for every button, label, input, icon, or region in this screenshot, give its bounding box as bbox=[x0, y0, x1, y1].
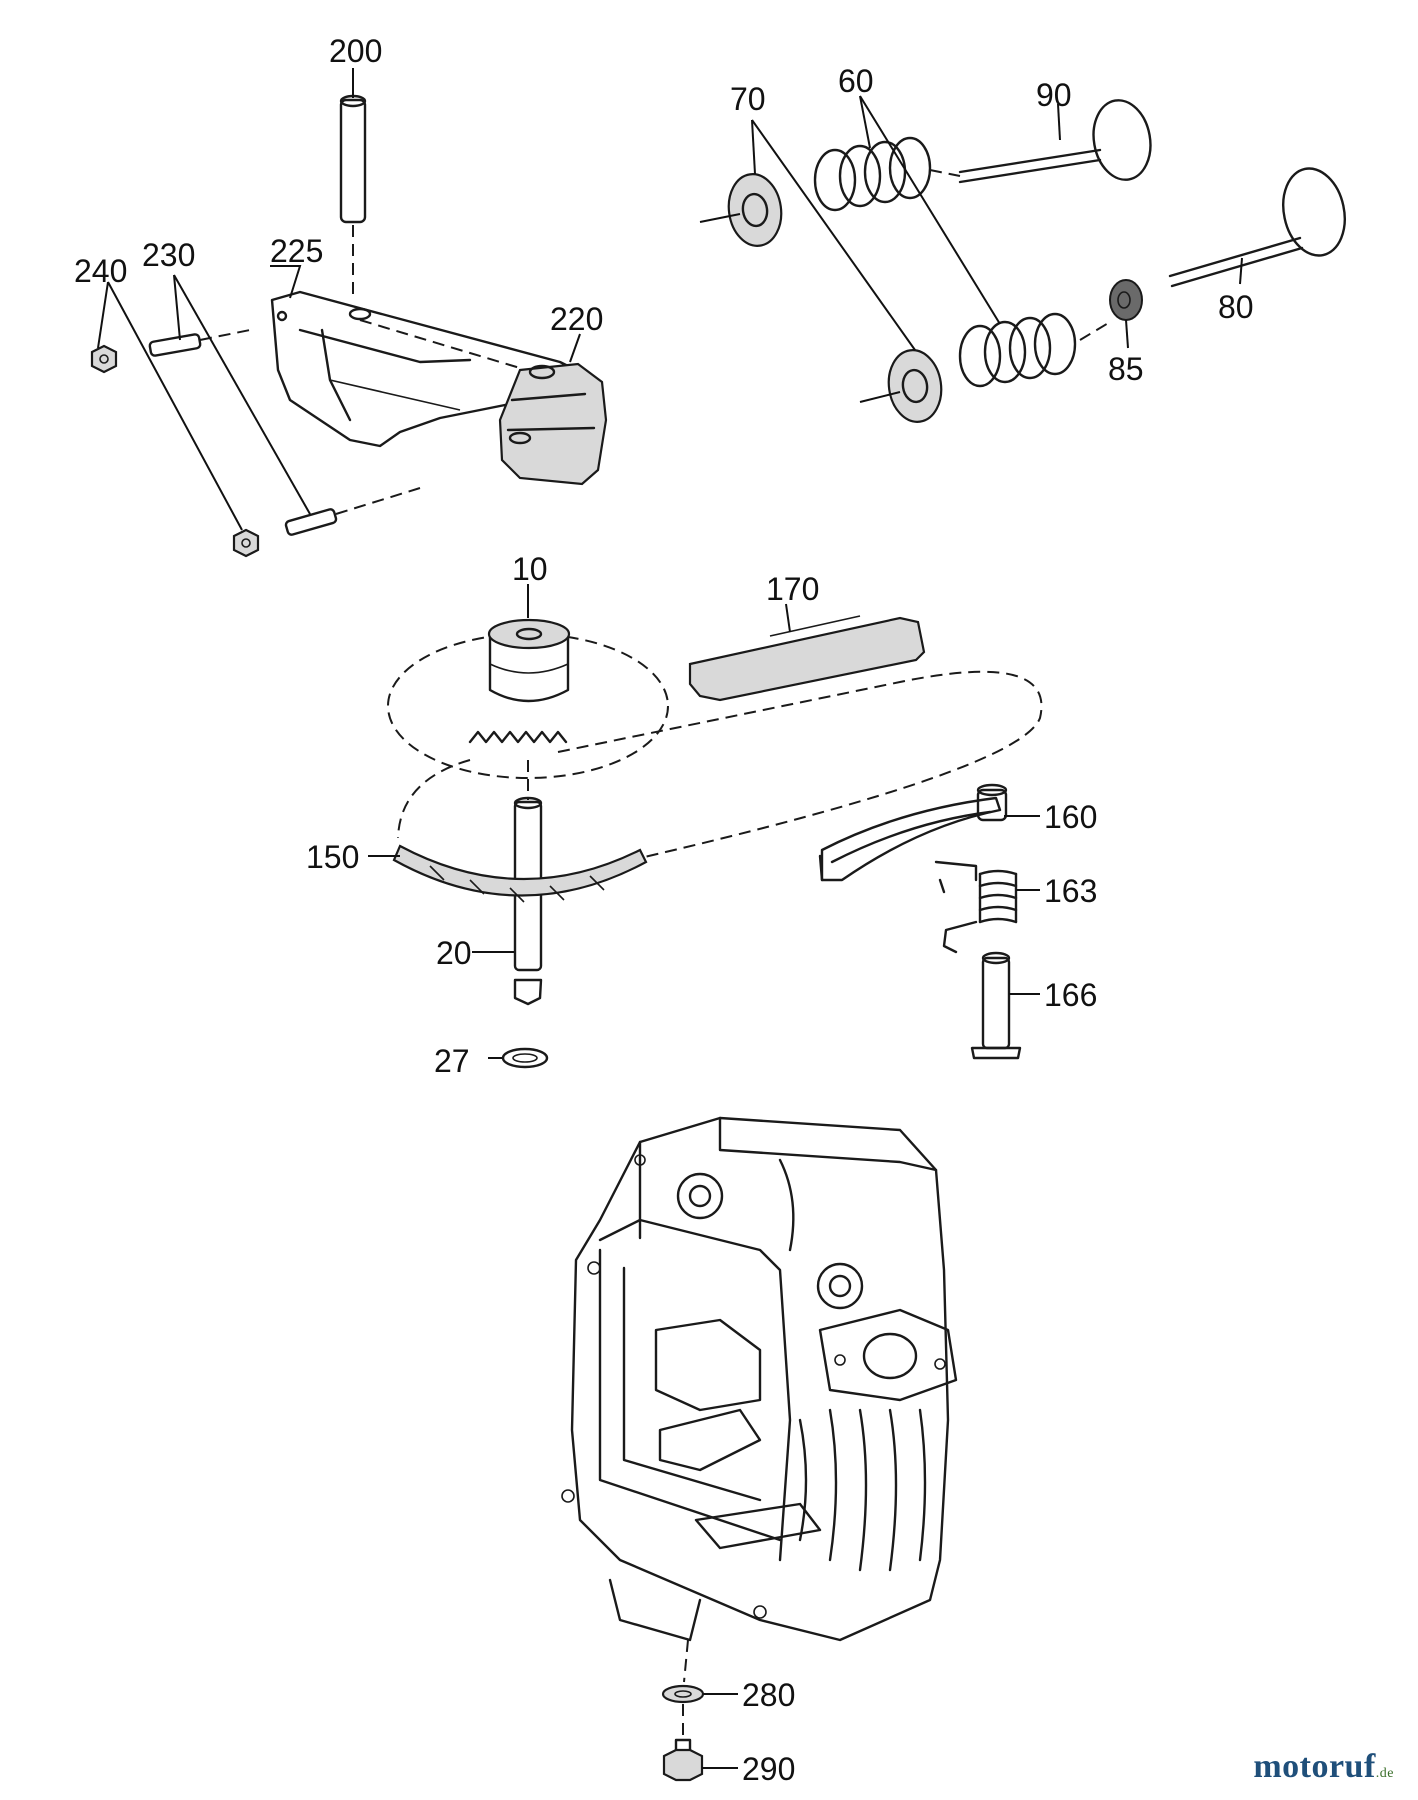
part-60-valve-springs bbox=[813, 136, 1077, 388]
callout-230: 230 bbox=[142, 237, 195, 273]
part-10-cam-sprocket bbox=[387, 618, 669, 779]
part-240-nuts bbox=[90, 344, 260, 558]
part-70-retainers bbox=[699, 173, 943, 423]
callout-240: 240 bbox=[74, 253, 127, 289]
watermark-suffix: .de bbox=[1375, 1766, 1394, 1781]
callout-80: 80 bbox=[1218, 289, 1254, 325]
callout-225: 225 bbox=[270, 233, 323, 269]
callout-85: 85 bbox=[1108, 351, 1144, 387]
part-230-studs bbox=[148, 329, 421, 536]
callout-200: 200 bbox=[329, 33, 382, 69]
part-225-rocker-bracket bbox=[270, 290, 582, 448]
leaders-valve-group bbox=[751, 95, 1243, 351]
watermark-brand: motoruf bbox=[1253, 1748, 1376, 1785]
callout-150: 150 bbox=[306, 839, 359, 875]
callout-290: 290 bbox=[742, 1751, 795, 1787]
part-220-rocker-arm bbox=[498, 362, 608, 486]
part-160-tensioner-arm bbox=[818, 783, 1008, 882]
leaders-cam-group bbox=[368, 584, 1040, 1059]
callout-70: 70 bbox=[730, 81, 766, 117]
part-150-chain-segment bbox=[392, 844, 648, 903]
callout-163: 163 bbox=[1044, 873, 1097, 909]
callout-27: 27 bbox=[434, 1043, 470, 1079]
cylinder-head bbox=[561, 1116, 958, 1642]
callout-280: 280 bbox=[742, 1677, 795, 1713]
callout-90: 90 bbox=[1036, 77, 1072, 113]
part-27-washer bbox=[501, 1047, 549, 1069]
callout-20: 20 bbox=[436, 935, 472, 971]
part-280-washer bbox=[661, 1639, 738, 1704]
motoruf-watermark: motoruf.de bbox=[1253, 1748, 1394, 1786]
callout-220: 220 bbox=[550, 301, 603, 337]
part-170-chain-guide bbox=[688, 615, 926, 702]
callout-166: 166 bbox=[1044, 977, 1097, 1013]
part-163-tensioner-spring bbox=[934, 860, 1018, 954]
timing-chain-path bbox=[397, 670, 1043, 859]
callout-170: 170 bbox=[766, 571, 819, 607]
part-200-rocker-shaft bbox=[339, 94, 367, 300]
part-166-tensioner-pin bbox=[970, 951, 1022, 1060]
part-290-bolt bbox=[662, 1704, 738, 1782]
leaders-bracket-group bbox=[97, 68, 581, 531]
part-80-exhaust-valve bbox=[1079, 167, 1346, 341]
callout-10: 10 bbox=[512, 551, 548, 587]
callout-160: 160 bbox=[1044, 799, 1097, 835]
part-90-intake-valve bbox=[929, 99, 1152, 184]
callout-60: 60 bbox=[838, 63, 874, 99]
part-85-valve-seal bbox=[1109, 279, 1143, 321]
